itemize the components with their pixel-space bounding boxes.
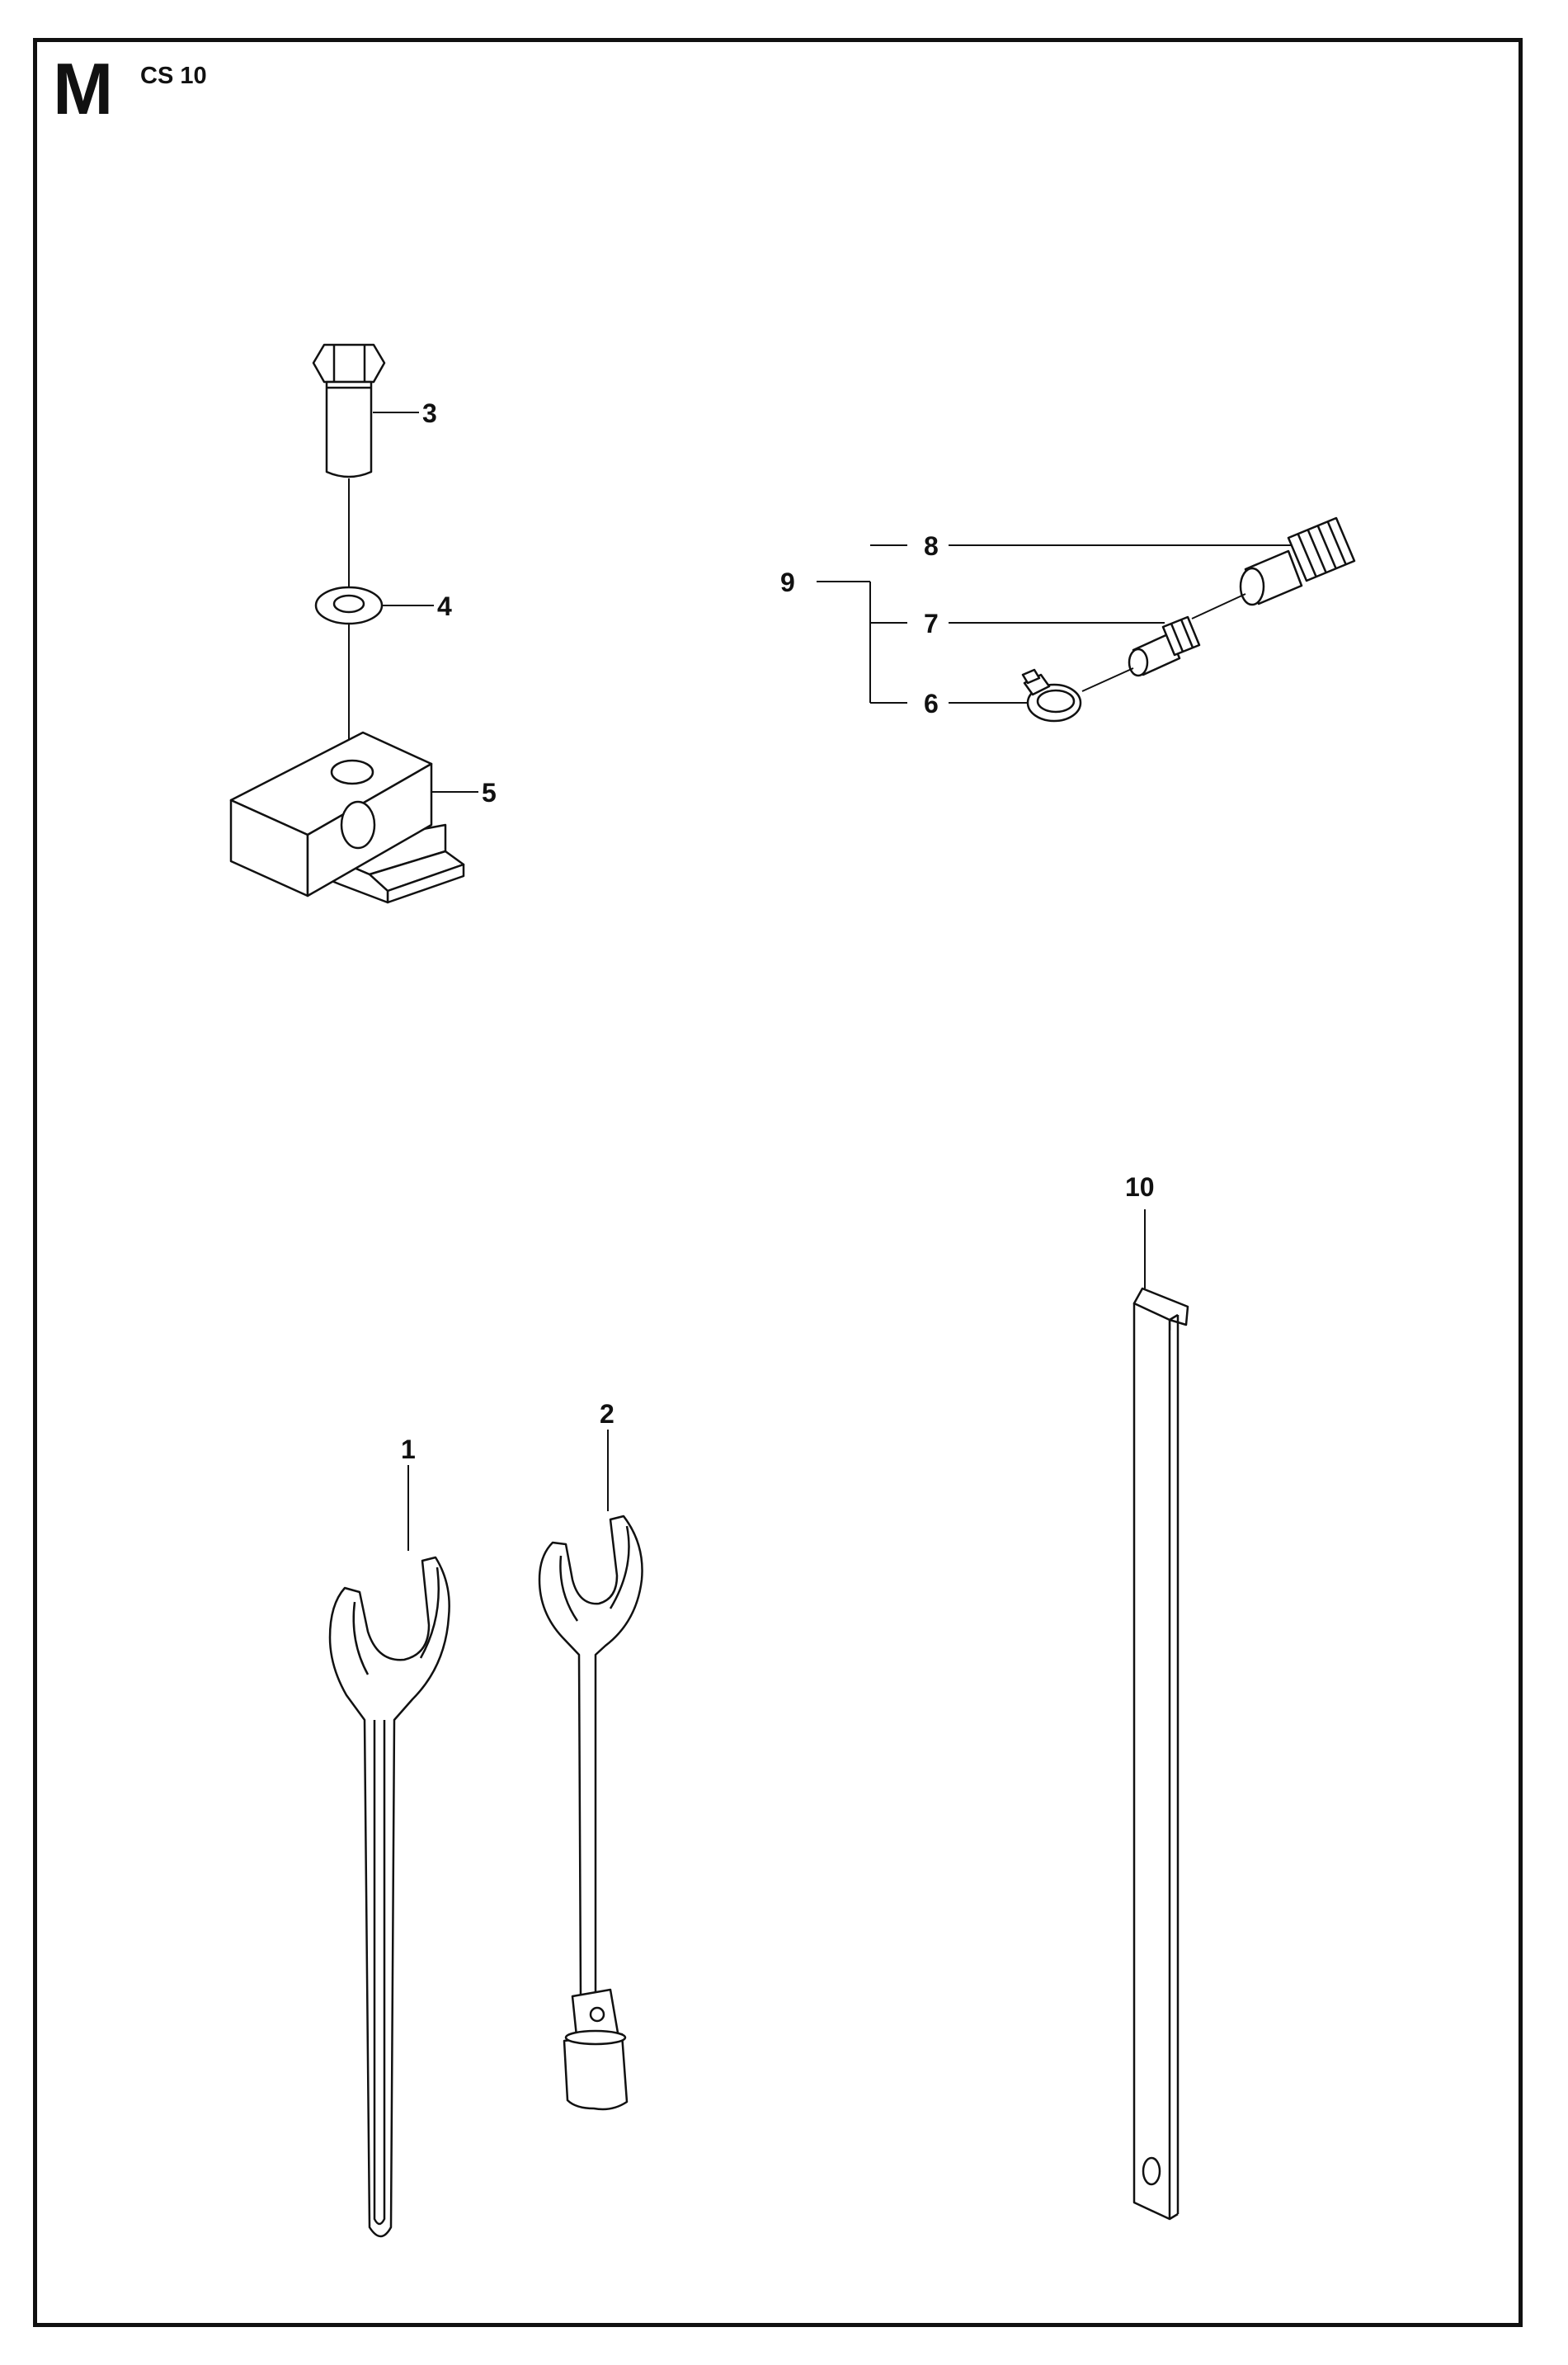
part-2-combination-wrench[interactable] [538, 1515, 643, 2111]
callout-9[interactable]: 9 [780, 568, 795, 597]
drawing-frame [33, 38, 1523, 2327]
part-6-hose-clamp[interactable] [1021, 668, 1082, 723]
callout-8[interactable]: 8 [924, 531, 939, 561]
part-7-hose-nipple[interactable] [1128, 615, 1201, 677]
assembly-axis-nipple-clamp [1081, 667, 1134, 692]
model-name: CS 10 [140, 63, 207, 89]
part-8-quick-coupling[interactable] [1239, 516, 1356, 606]
leader-group-9 [817, 544, 1291, 704]
part-5-clamp-block[interactable] [229, 731, 465, 904]
section-letter: M [53, 48, 114, 130]
callout-3[interactable]: 3 [422, 398, 437, 428]
part-4-washer[interactable] [314, 586, 384, 625]
callout-6[interactable]: 6 [924, 689, 939, 718]
callout-1[interactable]: 1 [401, 1435, 416, 1464]
callout-5[interactable]: 5 [482, 778, 497, 808]
part-3-bolt[interactable] [312, 343, 386, 478]
callout-2[interactable]: 2 [600, 1399, 614, 1429]
part-1-open-end-wrench[interactable] [328, 1556, 450, 2238]
callout-4[interactable]: 4 [437, 591, 452, 621]
callout-7[interactable]: 7 [924, 609, 939, 638]
part-10-lever-bar[interactable] [1132, 1287, 1189, 2221]
assembly-axis-coupling-nipple [1191, 593, 1246, 620]
callout-10[interactable]: 10 [1125, 1172, 1155, 1202]
